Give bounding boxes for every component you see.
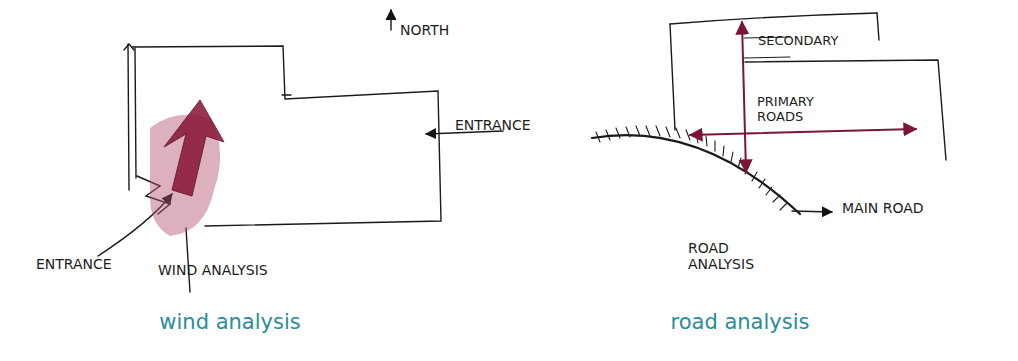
- dimension-line: [128, 44, 129, 190]
- annotation-label: NORTH: [400, 22, 490, 38]
- north-arrow: [390, 10, 391, 30]
- annotation-label: SECONDARY: [758, 34, 878, 49]
- main-road-arrow: [792, 211, 832, 212]
- wind-arrow: [164, 100, 224, 196]
- annotation-label: PRIMARY ROADS: [757, 95, 847, 125]
- main-road: [592, 135, 800, 214]
- corner-tick: [282, 94, 291, 95]
- annotation-label: ROAD ANALYSIS: [688, 240, 788, 272]
- site-outline: [135, 48, 136, 178]
- annotation-label: MAIN ROAD: [842, 200, 932, 216]
- road-arrow: [690, 129, 916, 135]
- annotation-label: ENTRANCE: [455, 117, 565, 133]
- road-arrow: [742, 22, 746, 172]
- caption-text: wind analysis: [150, 310, 310, 334]
- site-outline: [745, 60, 946, 160]
- site-outline: [670, 13, 877, 24]
- site-outline: [877, 13, 879, 40]
- caption-text: road analysis: [660, 310, 820, 334]
- bracket-line: [744, 57, 790, 58]
- annotation-label: ENTRANCE: [36, 256, 146, 272]
- annotation-label: WIND ANALYSIS: [158, 262, 318, 278]
- wind-tail: [186, 228, 190, 292]
- dimension-tick: [124, 44, 134, 50]
- site-outline: [670, 24, 675, 130]
- road-hatch: [596, 126, 787, 210]
